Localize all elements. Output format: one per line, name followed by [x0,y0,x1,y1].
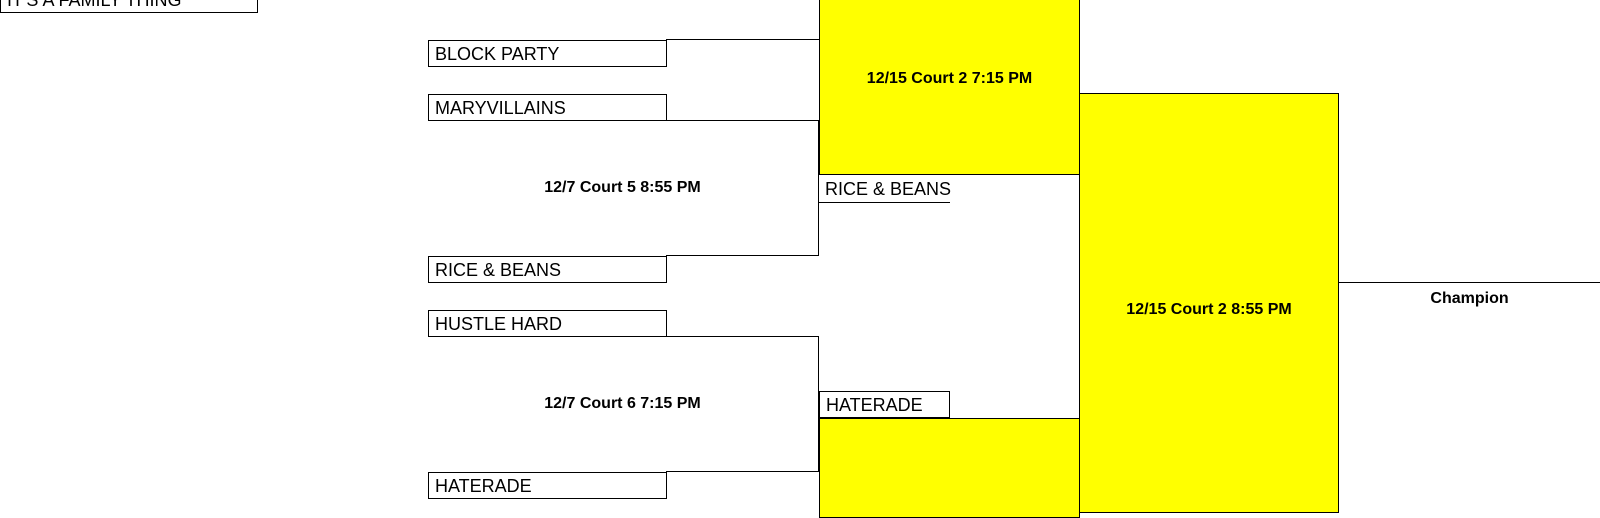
team-its-a-family-thing: IT'S A FAMILY THING [0,0,258,13]
round2-winner-haterade: HATERADE [819,391,950,418]
connector-rice-and-beans [666,255,819,256]
round1-game2-label: 12/7 Court 6 7:15 PM [544,395,701,412]
connector-game1-vertical [818,120,819,256]
connector-haterade [666,471,819,472]
champion-line [1339,282,1600,283]
team-hustle-hard: HUSTLE HARD [428,310,667,337]
team-rice-and-beans: RICE & BEANS [428,256,667,283]
connector-maryvillains [666,120,819,121]
team-maryvillains: MARYVILLAINS [428,94,667,121]
final-game-label: 12/15 Court 2 8:55 PM [1126,301,1292,318]
round2-game-top-box [819,0,1080,175]
final-game-box [1079,93,1339,513]
connector-hustle-hard [666,336,819,337]
round2-game-top-label: 12/15 Court 2 7:15 PM [866,70,1033,87]
round1-game1-label: 12/7 Court 5 8:55 PM [544,179,701,196]
connector-game2-vertical [818,336,819,472]
team-block-party: BLOCK PARTY [428,40,667,67]
connector-block-party [666,39,819,40]
team-haterade: HATERADE [428,472,667,499]
round2-winner-rice-and-beans: RICE & BEANS [819,176,951,203]
champion-label: Champion [1430,290,1509,307]
round2-game-bottom-box [819,418,1080,518]
